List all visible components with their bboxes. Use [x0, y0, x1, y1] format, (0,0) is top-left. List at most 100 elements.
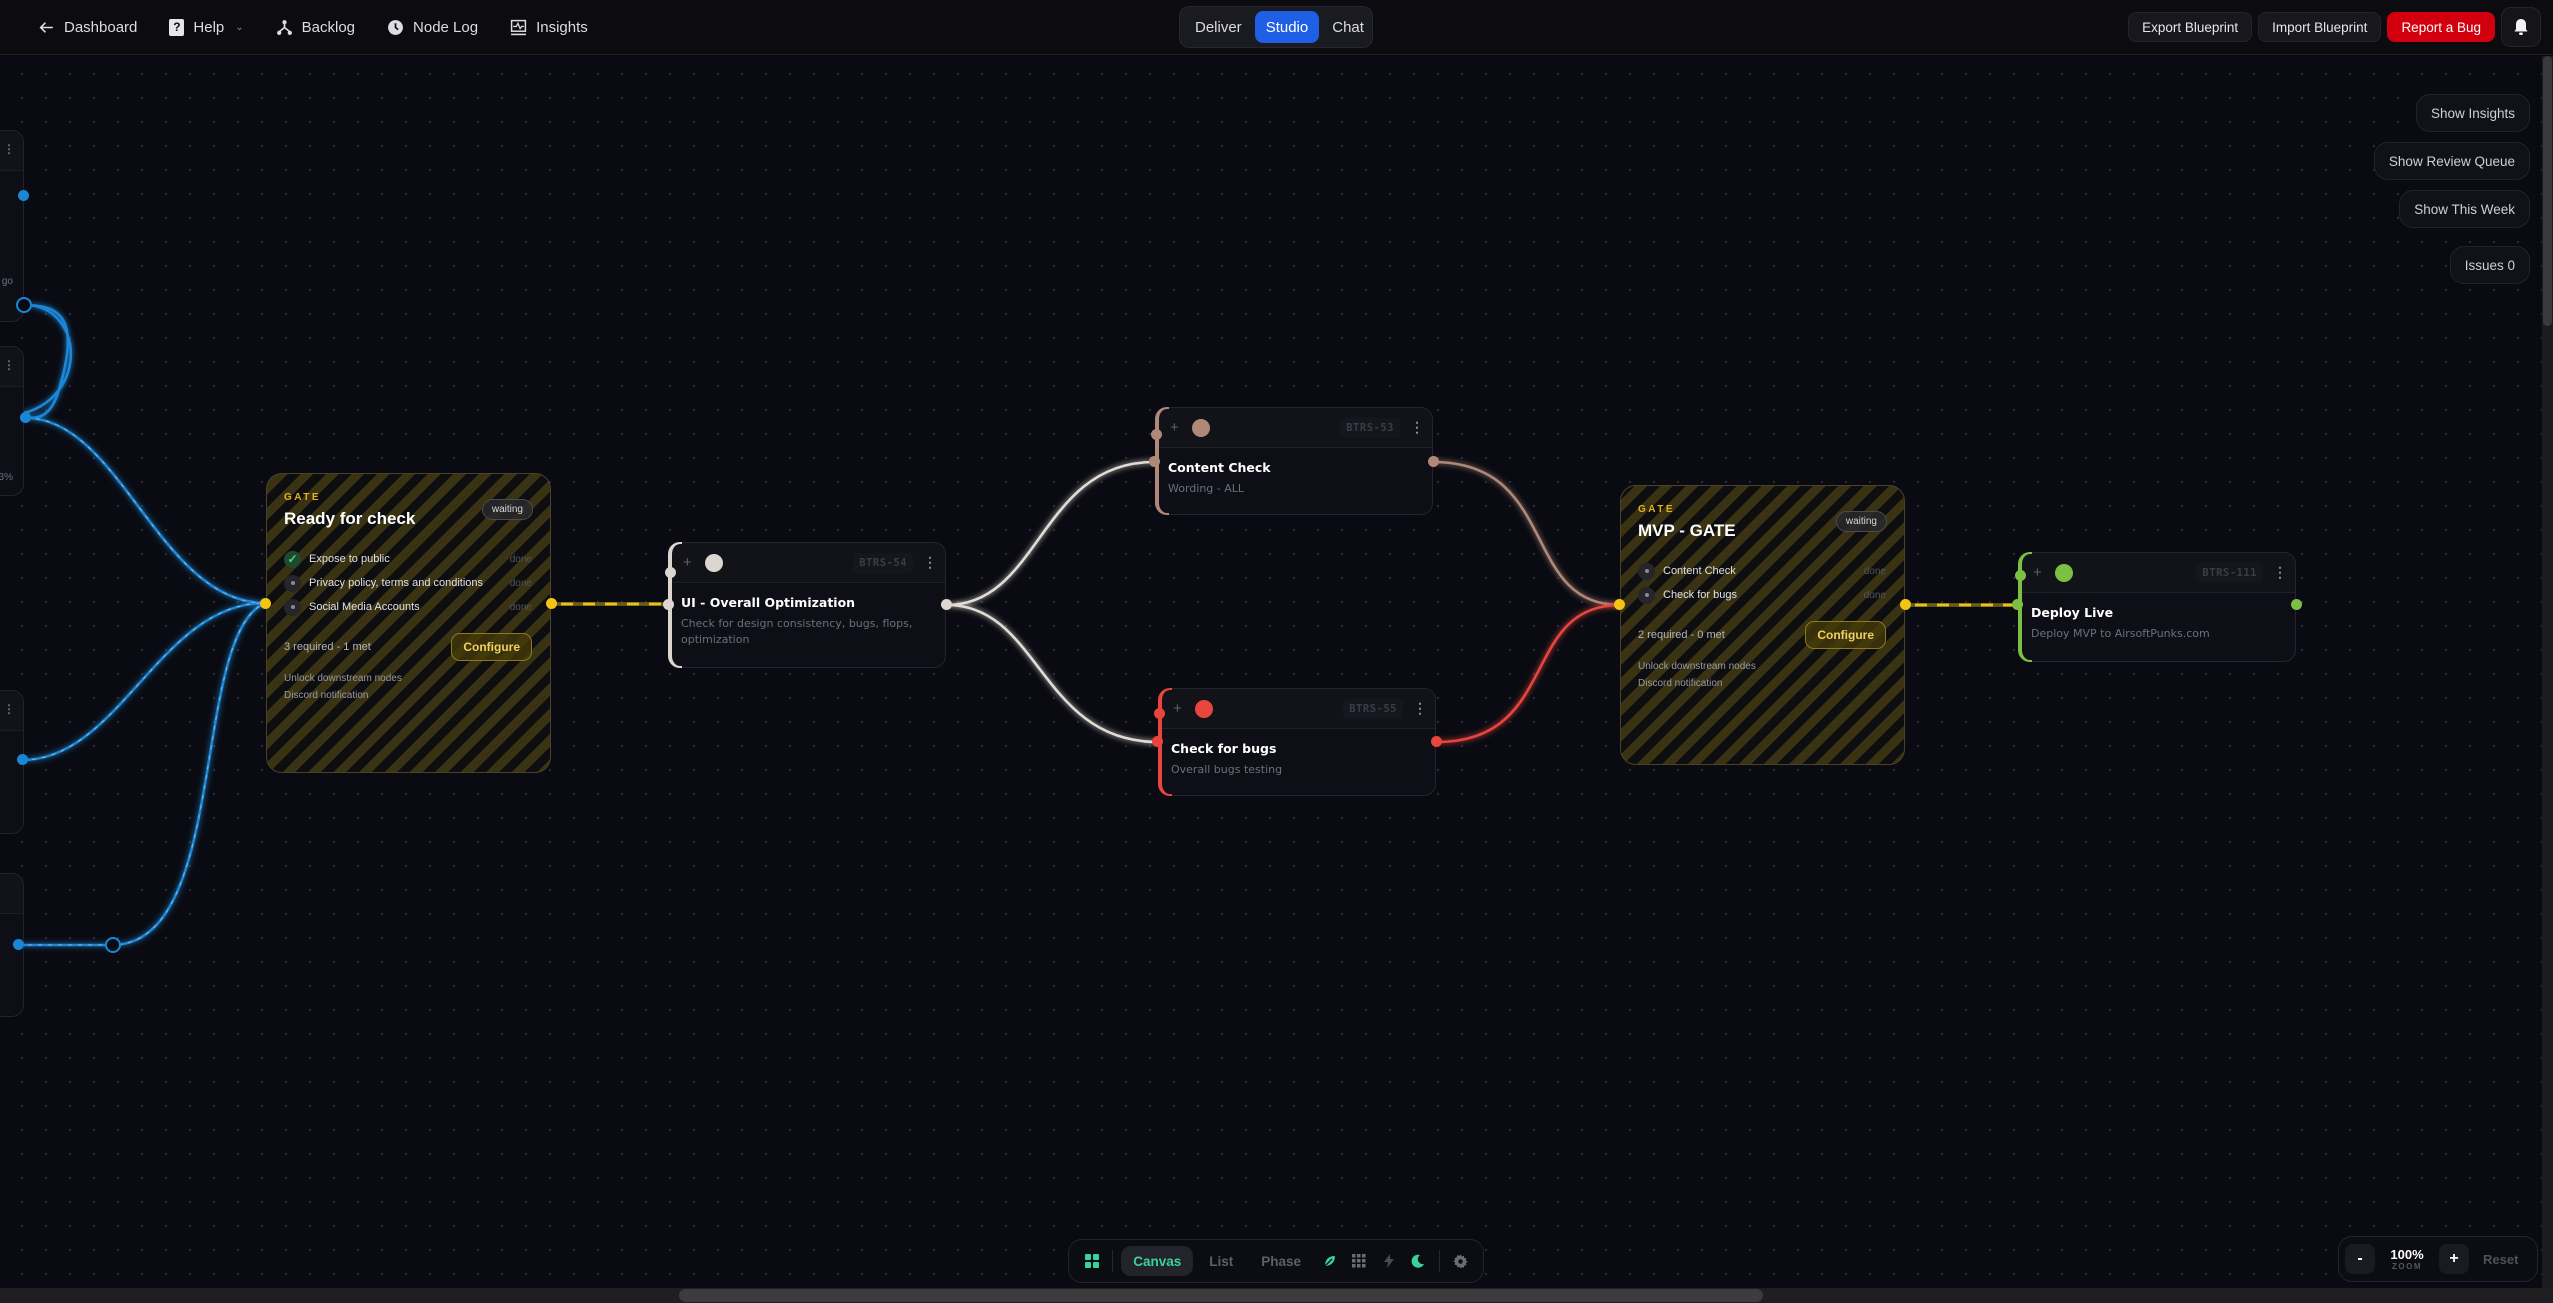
- connector-handle[interactable]: [105, 937, 121, 953]
- requirement-item[interactable]: Social Media Accounts done: [284, 598, 532, 616]
- requirement-list: ✓ Expose to public done Privacy policy, …: [284, 550, 532, 616]
- output-port[interactable]: [18, 190, 29, 201]
- nav-backlog[interactable]: Backlog: [260, 7, 371, 47]
- chevron-down-icon: ⌄: [235, 21, 244, 33]
- lightning-icon[interactable]: [1376, 1245, 1401, 1277]
- output-port[interactable]: [2291, 599, 2302, 610]
- status-dot-icon: [1192, 418, 1210, 437]
- mode-studio[interactable]: Studio: [1254, 11, 1320, 43]
- zoom-in-button[interactable]: +: [2439, 1244, 2469, 1274]
- input-port[interactable]: [2015, 570, 2026, 581]
- gate-title: MVP - GATE: [1638, 521, 1736, 540]
- output-port[interactable]: [20, 412, 31, 423]
- zoom-label: ZOOM: [2392, 1262, 2422, 1271]
- top-actions: Export Blueprint Import Blueprint Report…: [2128, 7, 2541, 47]
- mode-chat[interactable]: Chat: [1332, 18, 1364, 36]
- requirement-list: Content Check done Check for bugs done: [1638, 562, 1886, 604]
- horizontal-scrollbar[interactable]: [0, 1288, 2553, 1303]
- requirement-state: done: [509, 601, 532, 613]
- moon-icon[interactable]: [1405, 1245, 1430, 1277]
- gate-action-item: Discord notification: [284, 690, 369, 701]
- nav-insights-label: Insights: [536, 18, 588, 36]
- task-id: BTRS-54: [853, 552, 913, 573]
- zoom-out-button[interactable]: -: [2345, 1244, 2375, 1274]
- kebab-menu-icon[interactable]: ⋮: [3, 142, 15, 156]
- plus-icon[interactable]: +: [1170, 419, 1179, 436]
- task-title: Content Check: [1168, 460, 1271, 475]
- vertical-scrollbar-thumb[interactable]: [2543, 56, 2552, 326]
- output-port[interactable]: [1428, 456, 1439, 467]
- requirement-item[interactable]: Content Check done: [1638, 562, 1886, 580]
- nav-insights[interactable]: Insights: [494, 7, 604, 47]
- zoom-readout: 100% ZOOM: [2381, 1247, 2433, 1271]
- show-insights-button[interactable]: Show Insights: [2415, 94, 2530, 132]
- task-node-content-check[interactable]: + BTRS-53 ⋮ Content Check Wording - ALL: [1155, 407, 1433, 515]
- import-blueprint-button[interactable]: Import Blueprint: [2258, 12, 2382, 42]
- task-node-deploy-live[interactable]: + BTRS-111 ⋮ Deploy Live Deploy MVP to A…: [2018, 552, 2296, 662]
- kebab-menu-icon[interactable]: ⋮: [1413, 700, 1427, 716]
- nav-dashboard[interactable]: Dashboard: [22, 7, 153, 47]
- edges-blue: [0, 303, 266, 947]
- tab-list[interactable]: List: [1209, 1253, 1234, 1269]
- show-review-queue-button[interactable]: Show Review Queue: [2373, 142, 2530, 180]
- view-toolbar: Canvas List Phase: [1068, 1239, 1484, 1283]
- output-port[interactable]: [17, 754, 28, 765]
- requirement-item[interactable]: ✓ Expose to public done: [284, 550, 532, 568]
- task-node-ui-optimization[interactable]: + BTRS-54 ⋮ UI - Overall Optimization Ch…: [668, 542, 946, 668]
- nav-help[interactable]: ? Help ⌄: [153, 7, 259, 47]
- output-port[interactable]: [1431, 736, 1442, 747]
- kebab-menu-icon[interactable]: ⋮: [923, 554, 937, 570]
- requirement-item[interactable]: Privacy policy, terms and conditions don…: [284, 574, 532, 592]
- partial-node-top[interactable]: ⋮ go: [0, 130, 24, 322]
- input-port[interactable]: [260, 598, 271, 609]
- pending-dot-icon: [284, 598, 301, 616]
- plus-icon[interactable]: +: [683, 554, 692, 571]
- gear-icon[interactable]: [1448, 1245, 1473, 1277]
- notifications-button[interactable]: [2501, 7, 2541, 47]
- dot-grid-icon[interactable]: [1347, 1245, 1372, 1277]
- connector-handle[interactable]: [16, 297, 32, 313]
- configure-button[interactable]: Configure: [1805, 621, 1886, 649]
- issues-button[interactable]: Issues 0: [2449, 246, 2530, 284]
- layout-grid-icon[interactable]: [1079, 1245, 1104, 1277]
- kebab-menu-icon[interactable]: ⋮: [1410, 419, 1424, 435]
- configure-button[interactable]: Configure: [451, 633, 532, 661]
- task-description: Wording - ALL: [1168, 482, 1245, 495]
- nav-dashboard-label: Dashboard: [64, 18, 138, 36]
- output-port[interactable]: [941, 599, 952, 610]
- export-blueprint-button[interactable]: Export Blueprint: [2128, 12, 2253, 42]
- kebab-menu-icon[interactable]: ⋮: [3, 358, 15, 372]
- show-this-week-button[interactable]: Show This Week: [2399, 190, 2530, 228]
- input-port[interactable]: [1614, 599, 1625, 610]
- gate-title: Ready for check: [284, 509, 416, 528]
- requirement-text: Privacy policy, terms and conditions: [309, 577, 484, 589]
- leaf-icon[interactable]: [1317, 1245, 1342, 1277]
- gate-node-mvp[interactable]: GATE MVP - GATE waiting Content Check do…: [1620, 485, 1905, 765]
- task-node-check-for-bugs[interactable]: + BTRS-55 ⋮ Check for bugs Overall bugs …: [1158, 688, 1436, 796]
- input-port[interactable]: [1154, 708, 1165, 719]
- kebab-menu-icon[interactable]: ⋮: [3, 702, 15, 716]
- workflow-canvas[interactable]: ⋮ go ⋮ 3% ⋮ GATE Ready for check waiting: [0, 56, 2542, 1288]
- mode-deliver[interactable]: Deliver: [1195, 18, 1242, 36]
- input-port[interactable]: [665, 567, 676, 578]
- vertical-scrollbar[interactable]: [2542, 56, 2553, 1288]
- requirement-item[interactable]: Check for bugs done: [1638, 586, 1886, 604]
- kebab-menu-icon[interactable]: ⋮: [2273, 564, 2287, 580]
- report-bug-button[interactable]: Report a Bug: [2387, 12, 2495, 42]
- input-port[interactable]: [2012, 599, 2023, 610]
- output-port[interactable]: [13, 939, 24, 950]
- tab-phase[interactable]: Phase: [1261, 1253, 1302, 1269]
- input-port[interactable]: [1152, 736, 1163, 747]
- output-port[interactable]: [1900, 599, 1911, 610]
- gate-node-ready-for-check[interactable]: GATE Ready for check waiting ✓ Expose to…: [266, 473, 551, 773]
- input-port[interactable]: [663, 599, 674, 610]
- input-port[interactable]: [1151, 429, 1162, 440]
- input-port[interactable]: [1149, 456, 1160, 467]
- plus-icon[interactable]: +: [2033, 564, 2042, 581]
- plus-icon[interactable]: +: [1173, 700, 1182, 717]
- horizontal-scrollbar-thumb[interactable]: [679, 1289, 1763, 1302]
- output-port[interactable]: [546, 598, 557, 609]
- tab-canvas[interactable]: Canvas: [1121, 1246, 1194, 1276]
- zoom-reset-button[interactable]: Reset: [2483, 1251, 2519, 1267]
- nav-node-log[interactable]: Node Log: [371, 7, 494, 47]
